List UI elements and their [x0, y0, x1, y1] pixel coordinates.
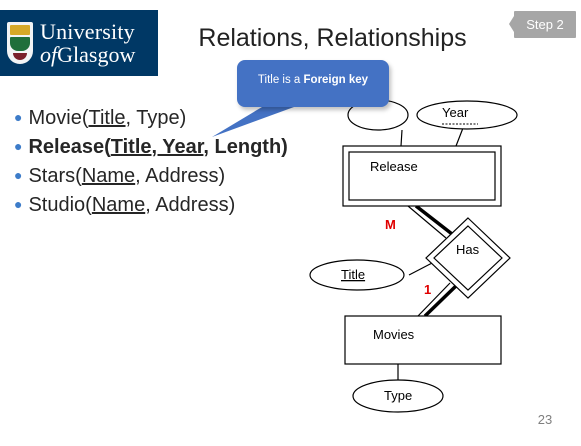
- primary-key: Name: [91, 194, 146, 216]
- relationship-has-inner: [433, 225, 503, 291]
- logo-line-2: ofGlasgow: [40, 41, 136, 67]
- entity-movies: [344, 315, 502, 365]
- bullet-dot-icon: ●: [14, 138, 23, 154]
- bullet-stars: ●Stars(Name, Address): [14, 165, 226, 187]
- bullet-release: ●Release(Title, Year, Length): [14, 136, 288, 158]
- entity-movies-label: Movies: [373, 327, 415, 342]
- connector-release-left-attr: [400, 129, 403, 147]
- connector-has-movies-outer: [423, 282, 460, 318]
- callout-pointer: [212, 107, 294, 137]
- attr-title-label: Title: [341, 267, 365, 282]
- connector-has-movies-inner: [417, 282, 451, 317]
- logo-wordmark: University ofGlasgow: [40, 18, 136, 67]
- relation-list: ●Movie(Title, Type) ●Release(Title, Year…: [14, 104, 288, 220]
- step-badge: Step 2: [509, 11, 576, 38]
- cardinality-many: M: [385, 217, 396, 232]
- connector-release-has-outer: [414, 204, 454, 236]
- bullet-dot-icon: ●: [14, 167, 23, 183]
- slide-title: Relations, Relationships: [198, 24, 467, 52]
- foreign-key-callout: Title is a Foreign key: [237, 60, 389, 107]
- connector-release-has-inner: [407, 205, 447, 239]
- crest-icon: [7, 22, 33, 64]
- logo-glasgow: Glasgow: [57, 41, 136, 67]
- primary-key: Title: [88, 107, 126, 129]
- attr-title: [309, 259, 405, 291]
- relationship-has-label: Has: [456, 242, 480, 257]
- university-logo: University ofGlasgow: [0, 10, 158, 76]
- bullet-movie: ●Movie(Title, Type): [14, 107, 187, 129]
- logo-line-1: University: [40, 18, 135, 44]
- attr-year-label: Year: [442, 105, 469, 120]
- primary-key: Name: [81, 165, 136, 187]
- attr-type-label: Type: [384, 388, 412, 403]
- logo-of: of: [40, 41, 58, 67]
- attr-year: [416, 100, 518, 130]
- bullet-dot-icon: ●: [14, 109, 23, 125]
- callout-text: Title is a Foreign key: [257, 74, 369, 86]
- bullet-studio: ●Studio(Name, Address): [14, 194, 236, 216]
- bullet-dot-icon: ●: [14, 196, 23, 212]
- connector-title-has: [408, 261, 435, 276]
- connector-year-release: [455, 127, 464, 147]
- attr-type: [352, 379, 444, 413]
- cardinality-one: 1: [424, 282, 431, 297]
- entity-release-label: Release: [370, 159, 418, 174]
- primary-key: Title, Year: [110, 136, 204, 158]
- page-number: 23: [537, 412, 553, 427]
- entity-release-inner: [348, 151, 496, 201]
